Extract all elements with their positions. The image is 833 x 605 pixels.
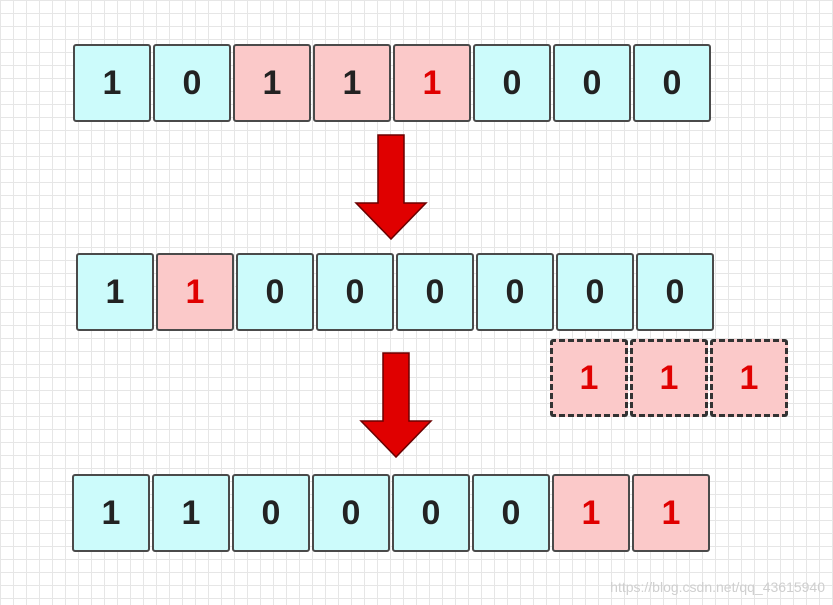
bit-row-result: 1 1 0 0 0 0 1 1 xyxy=(72,474,712,554)
extracted-bit-cell: 1 xyxy=(710,339,788,417)
bit-cell: 0 xyxy=(392,474,470,552)
bit-cell: 0 xyxy=(396,253,474,331)
extracted-bit-cell: 1 xyxy=(630,339,708,417)
bit-cell: 0 xyxy=(232,474,310,552)
bit-cell: 0 xyxy=(473,44,551,122)
bit-cell: 0 xyxy=(316,253,394,331)
watermark: https://blog.csdn.net/qq_43615940 xyxy=(610,579,825,595)
bit-cell-highlight: 1 xyxy=(552,474,630,552)
extracted-bit-cell: 1 xyxy=(550,339,628,417)
down-arrow-icon xyxy=(354,134,428,241)
bit-cell: 1 xyxy=(73,44,151,122)
bit-cell-highlight: 1 xyxy=(156,253,234,331)
extracted-bits: 1 1 1 xyxy=(550,339,790,419)
bit-row-step-two: 1 1 0 0 0 0 0 0 xyxy=(76,253,716,333)
bit-cell: 0 xyxy=(472,474,550,552)
bit-cell: 0 xyxy=(153,44,231,122)
bit-cell: 1 xyxy=(313,44,391,122)
bit-cell: 1 xyxy=(76,253,154,331)
bit-cell: 0 xyxy=(236,253,314,331)
bit-row-original: 1 0 1 1 1 0 0 0 xyxy=(73,44,713,124)
bit-cell-highlight: 1 xyxy=(632,474,710,552)
bit-cell: 0 xyxy=(553,44,631,122)
bit-cell-highlight: 1 xyxy=(393,44,471,122)
bit-cell: 0 xyxy=(633,44,711,122)
bit-cell: 0 xyxy=(636,253,714,331)
bit-cell: 1 xyxy=(233,44,311,122)
bit-cell: 0 xyxy=(312,474,390,552)
bit-cell: 1 xyxy=(152,474,230,552)
bit-cell: 0 xyxy=(476,253,554,331)
down-arrow-icon xyxy=(359,352,433,459)
bit-cell: 0 xyxy=(556,253,634,331)
bit-cell: 1 xyxy=(72,474,150,552)
